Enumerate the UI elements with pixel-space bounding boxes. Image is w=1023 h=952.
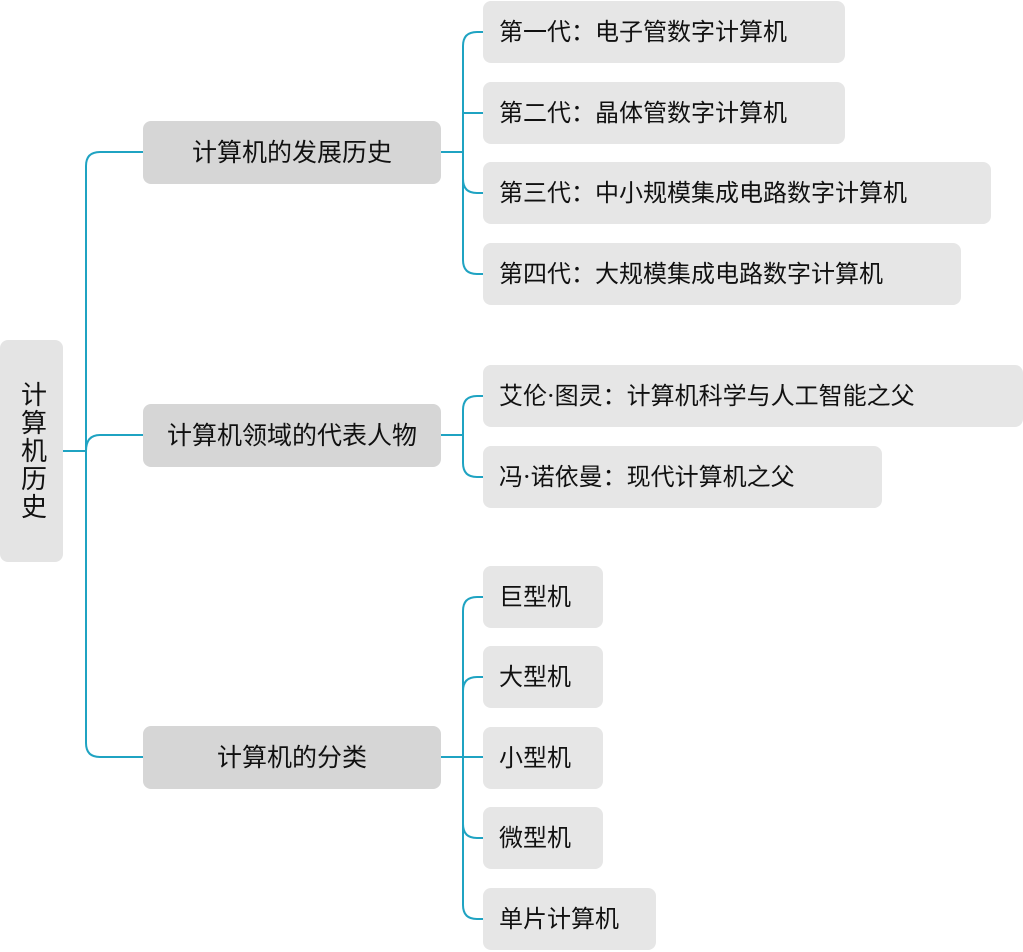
branch-people-label: 计算机领域的代表人物 bbox=[166, 421, 417, 450]
people-item-label: 艾伦·图灵：计算机科学与人工智能之父 bbox=[499, 382, 915, 410]
connector-classes-4 bbox=[462, 757, 483, 839]
class-item-label: 微型机 bbox=[499, 824, 571, 852]
class-item-label: 单片计算机 bbox=[499, 905, 619, 933]
history-item-label: 第四代：大规模集成电路数字计算机 bbox=[499, 260, 883, 288]
history-item-gen4[interactable]: 第四代：大规模集成电路数字计算机 bbox=[483, 243, 961, 305]
class-item-minicomputer[interactable]: 小型机 bbox=[483, 727, 603, 789]
class-item-single-chip[interactable]: 单片计算机 bbox=[483, 888, 656, 950]
history-item-gen2[interactable]: 第二代：晶体管数字计算机 bbox=[483, 82, 845, 144]
class-item-mainframe[interactable]: 大型机 bbox=[483, 646, 603, 708]
branch-classes-label: 计算机的分类 bbox=[216, 743, 367, 772]
connector-people-neumann bbox=[462, 435, 483, 478]
history-item-gen1[interactable]: 第一代：电子管数字计算机 bbox=[483, 1, 845, 63]
class-item-label: 大型机 bbox=[499, 663, 571, 691]
connector-history-gen1 bbox=[462, 31, 483, 152]
connector-classes-1 bbox=[462, 596, 483, 757]
connector-people-turing bbox=[462, 395, 483, 435]
branch-people[interactable]: 计算机领域的代表人物 bbox=[143, 404, 441, 467]
people-item-label: 冯·诺依曼：现代计算机之父 bbox=[499, 463, 795, 491]
class-item-label: 巨型机 bbox=[499, 583, 571, 611]
history-item-gen3[interactable]: 第三代：中小规模集成电路数字计算机 bbox=[483, 162, 991, 224]
connector-history-gen4 bbox=[462, 152, 483, 275]
class-item-label: 小型机 bbox=[499, 744, 571, 772]
people-item-neumann[interactable]: 冯·诺依曼：现代计算机之父 bbox=[483, 446, 882, 508]
class-item-microcomputer[interactable]: 微型机 bbox=[483, 807, 603, 869]
branch-history[interactable]: 计算机的发展历史 bbox=[143, 121, 441, 184]
connector-root-people bbox=[85, 434, 143, 452]
connector-classes-2 bbox=[462, 676, 483, 757]
history-item-label: 第一代：电子管数字计算机 bbox=[499, 18, 787, 46]
connector-root-history bbox=[85, 151, 143, 451]
branch-classes[interactable]: 计算机的分类 bbox=[143, 726, 441, 789]
branch-history-label: 计算机的发展历史 bbox=[191, 138, 392, 167]
people-item-turing[interactable]: 艾伦·图灵：计算机科学与人工智能之父 bbox=[483, 365, 1023, 427]
connector-classes-5 bbox=[462, 757, 483, 920]
connector-history-gen2 bbox=[462, 112, 483, 152]
connector-root-classes bbox=[85, 451, 143, 758]
history-item-label: 第三代：中小规模集成电路数字计算机 bbox=[499, 179, 907, 207]
root-label: 计算机历史 bbox=[16, 381, 47, 521]
root-node[interactable]: 计算机历史 bbox=[0, 340, 63, 562]
history-item-label: 第二代：晶体管数字计算机 bbox=[499, 99, 787, 127]
connector-history-gen3 bbox=[462, 152, 483, 194]
class-item-supercomputer[interactable]: 巨型机 bbox=[483, 566, 603, 628]
